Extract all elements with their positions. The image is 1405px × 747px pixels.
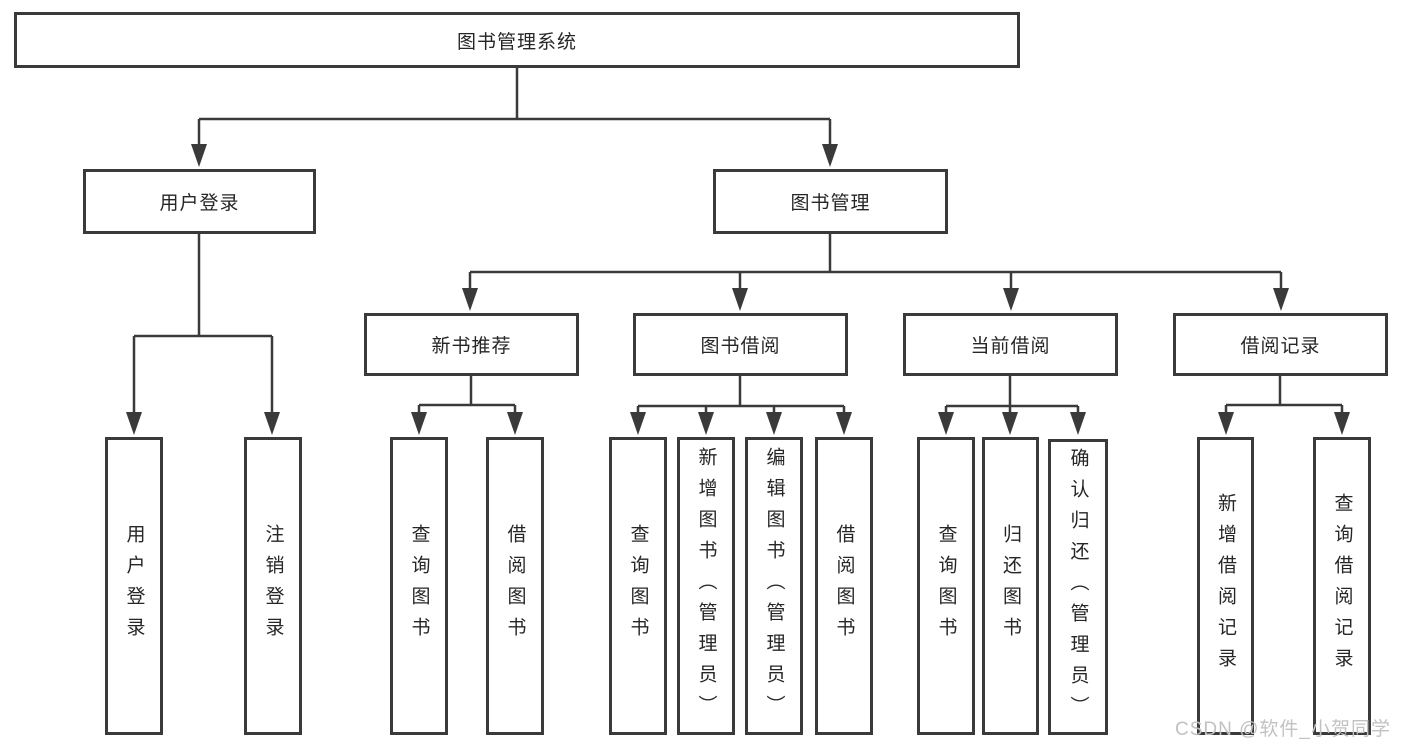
node-new-book-recommend: 新书推荐 <box>364 313 579 376</box>
leaf-label: 用户登录 <box>123 524 145 648</box>
connector-user-login-to-leaves <box>126 234 280 435</box>
connector-borrow-record-to-leaves <box>1218 376 1350 435</box>
connector-new-book-to-leaves <box>411 376 523 435</box>
node-borrow-records: 借阅记录 <box>1173 313 1388 376</box>
leaf-edit-books-admin: 编辑图书（管理员） <box>745 437 803 735</box>
leaf-query-borrow-record: 查询借阅记录 <box>1313 437 1371 735</box>
leaf-label: 借阅图书 <box>504 524 526 648</box>
node-library-management-system: 图书管理系统 <box>14 12 1020 68</box>
leaf-query-books-newbook: 查询图书 <box>390 437 448 735</box>
leaf-label: 编辑图书（管理员） <box>763 446 785 726</box>
csdn-watermark: CSDN @软件_小贺同学 <box>1175 719 1391 740</box>
leaf-label: 新增图书（管理员） <box>695 446 717 726</box>
node-book-management: 图书管理 <box>713 169 948 234</box>
leaf-label: 归还图书 <box>1000 524 1021 648</box>
node-user-login: 用户登录 <box>83 169 316 234</box>
connector-book-management-to-level3 <box>462 234 1289 311</box>
leaf-add-books-admin: 新增图书（管理员） <box>677 437 735 735</box>
leaf-add-borrow-record: 新增借阅记录 <box>1197 437 1254 735</box>
leaf-label: 查询图书 <box>408 524 430 648</box>
node-current-borrow: 当前借阅 <box>903 313 1118 376</box>
connector-book-borrow-to-leaves <box>630 376 852 435</box>
leaf-label: 注销登录 <box>262 524 284 648</box>
leaf-borrow-books-newbook: 借阅图书 <box>486 437 544 735</box>
node-book-borrow: 图书借阅 <box>633 313 848 376</box>
connector-root-to-level2 <box>191 68 838 167</box>
leaf-label: 查询图书 <box>627 524 649 648</box>
leaf-return-books: 归还图书 <box>982 437 1039 735</box>
leaf-confirm-return-admin: 确认归还（管理员） <box>1048 439 1108 735</box>
leaf-logout: 注销登录 <box>244 437 302 735</box>
leaf-borrow-books: 借阅图书 <box>815 437 873 735</box>
leaf-label: 新增借阅记录 <box>1215 493 1236 679</box>
leaf-query-books-current: 查询图书 <box>917 437 975 735</box>
leaf-label: 查询借阅记录 <box>1331 493 1353 679</box>
leaf-label: 查询图书 <box>935 524 957 648</box>
leaf-user-login: 用户登录 <box>105 437 163 735</box>
leaf-label: 确认归还（管理员） <box>1067 447 1089 727</box>
connector-current-borrow-to-leaves <box>938 376 1086 435</box>
leaf-label: 借阅图书 <box>833 524 855 648</box>
leaf-query-books-borrow: 查询图书 <box>609 437 667 735</box>
